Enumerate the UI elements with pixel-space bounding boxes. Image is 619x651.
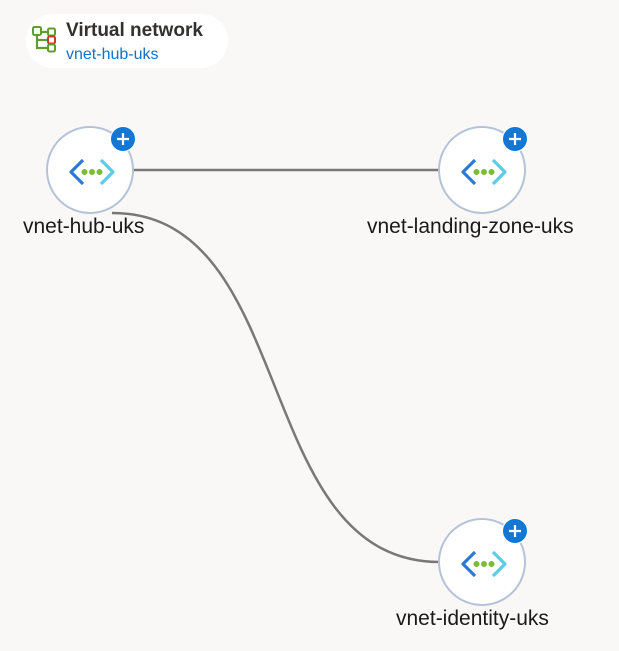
resource-name-link[interactable]: vnet-hub-uks xyxy=(66,46,159,63)
vnet-node-circle[interactable] xyxy=(438,518,526,606)
resource-type-title: Virtual network xyxy=(66,20,203,41)
add-plus-icon xyxy=(509,525,521,537)
vnet-node-label-identity: vnet-identity-uks xyxy=(396,607,549,630)
resource-header: Virtual network vnet-hub-uks xyxy=(26,14,228,68)
vnet-code-icon xyxy=(461,550,507,578)
vnet-node-label-landing-zone: vnet-landing-zone-uks xyxy=(367,215,574,238)
add-button[interactable] xyxy=(502,126,528,152)
add-plus-icon xyxy=(117,133,129,145)
peering-link-hub-identity[interactable] xyxy=(111,211,441,564)
vnet-code-icon xyxy=(461,158,507,186)
add-button[interactable] xyxy=(502,518,528,544)
vnet-node-label-hub: vnet-hub-uks xyxy=(23,215,145,238)
virtual-network-tree-icon xyxy=(32,26,56,53)
vnet-code-icon xyxy=(69,158,115,186)
vnet-node-circle[interactable] xyxy=(438,126,526,214)
vnet-node-hub[interactable] xyxy=(46,126,136,214)
add-button[interactable] xyxy=(110,126,136,152)
vnet-node-landing-zone[interactable] xyxy=(438,126,528,214)
vnet-node-identity[interactable] xyxy=(438,518,528,606)
add-plus-icon xyxy=(509,133,521,145)
